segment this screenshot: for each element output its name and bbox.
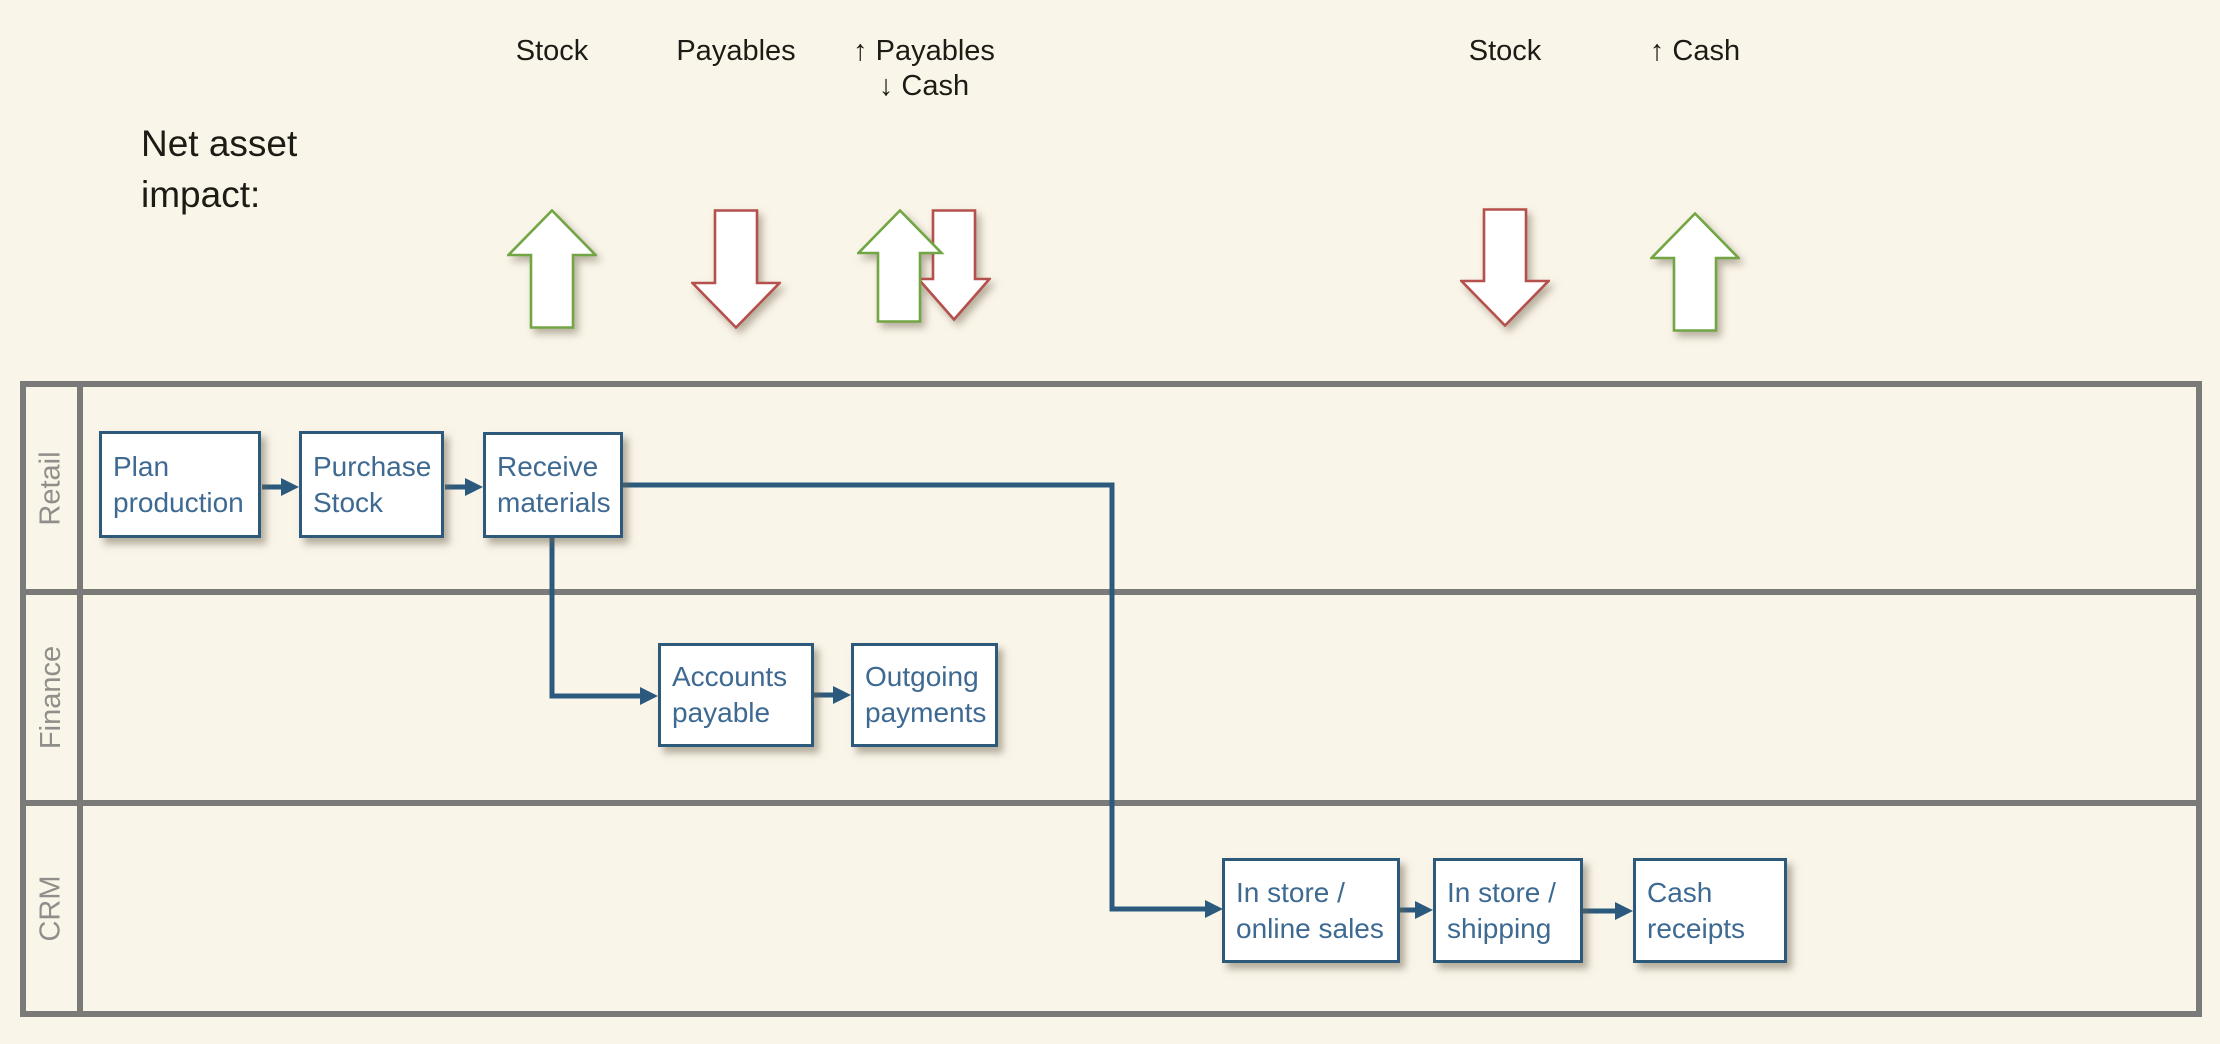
node-outgoing-payments-label: Outgoing payments — [865, 661, 987, 728]
impact-label-payables-cash: ↑ Payables ↓ Cash — [853, 35, 995, 102]
lane-label-retail-text: Retail — [35, 450, 67, 526]
cash-increase-arrow-icon — [1650, 212, 1740, 332]
node-in-store-shipping-label: In store / shipping — [1447, 876, 1556, 944]
impact-label-stock-1: Stock — [515, 35, 589, 67]
node-plan-production-label: Plan production — [113, 450, 244, 518]
lane-label-divider — [77, 387, 83, 1011]
node-in-store-online-sales: In store / online sales — [1222, 858, 1400, 963]
impact-label-stock-2: Stock — [1468, 35, 1542, 67]
node-receive-materials-label: Receive materials — [497, 451, 611, 518]
node-purchase-stock-label: Purchase Stock — [313, 450, 432, 518]
node-purchase-stock: Purchase Stock — [299, 431, 444, 538]
node-outgoing-payments: Outgoing payments — [851, 643, 998, 747]
node-in-store-online-sales-label: In store / online sales — [1236, 876, 1384, 944]
node-cash-receipts: Cash receipts — [1633, 858, 1787, 963]
node-accounts-payable-label: Accounts payable — [672, 661, 788, 728]
payables-decrease-arrow-icon — [691, 209, 781, 329]
node-accounts-payable: Accounts payable — [658, 643, 814, 747]
lane-label-retail: Retail — [26, 387, 77, 589]
stock-increase-arrow-icon — [507, 209, 597, 329]
page-title: Net asset impact: — [141, 123, 298, 215]
node-cash-receipts-label: Cash receipts — [1647, 876, 1746, 944]
stock-decrease-arrow-icon — [1460, 208, 1550, 327]
lane-label-crm-text: CRM — [35, 875, 68, 942]
node-plan-production: Plan production — [99, 431, 261, 538]
impact-label-payables: Payables — [676, 35, 796, 67]
lane-label-crm: CRM — [26, 806, 77, 1011]
payables-up-cash-down-arrow-pair-icon — [857, 209, 991, 323]
lane-label-finance: Finance — [26, 595, 77, 800]
lane-boundary-retail-finance — [26, 589, 2196, 595]
node-receive-materials: Receive materials — [483, 432, 623, 538]
impact-label-cash: ↑ Cash — [1649, 35, 1741, 67]
node-in-store-shipping: In store / shipping — [1433, 858, 1583, 963]
lane-boundary-finance-crm — [26, 800, 2196, 806]
lane-label-finance-text: Finance — [35, 645, 68, 750]
